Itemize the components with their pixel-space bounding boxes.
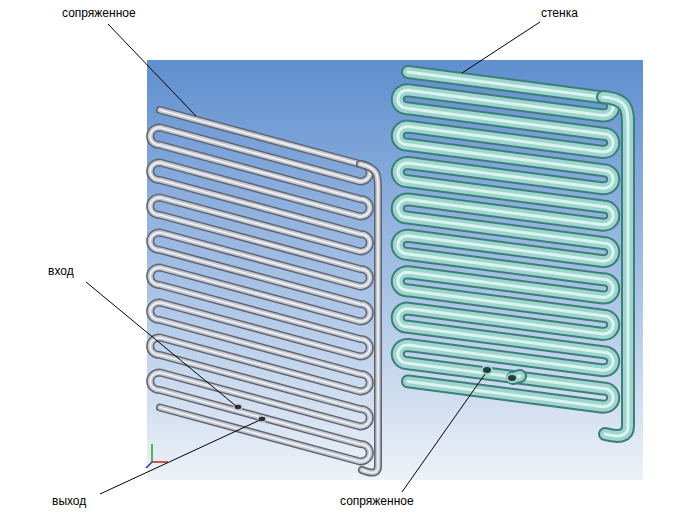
coil-group: [150, 72, 628, 473]
outlet-opening: [258, 416, 266, 422]
port-label: выход: [52, 494, 86, 508]
part-label: стенка: [541, 6, 578, 20]
axis-z: [146, 462, 152, 468]
wall-riser: [603, 97, 628, 436]
conjugate-riser: [360, 164, 378, 473]
axis-y: [151, 444, 153, 462]
conjugate-riser: [360, 164, 378, 473]
conjugate-coil: [150, 110, 370, 462]
wall-coil: [398, 72, 613, 407]
conjugate-riser: [360, 164, 378, 473]
leader-line: [108, 24, 196, 116]
port-opening: [482, 366, 492, 374]
part-label: сопряженное: [62, 6, 136, 20]
part-label: сопряженное: [340, 494, 414, 508]
leader-line: [402, 374, 485, 492]
render-background: [147, 60, 643, 480]
wall-riser: [603, 97, 628, 436]
leader-line: [100, 420, 260, 494]
wall-coil: [398, 72, 613, 407]
axis-x: [152, 461, 168, 463]
port-label: вход: [48, 264, 74, 278]
conjugate-coil: [150, 110, 370, 462]
wall-coil: [398, 72, 613, 407]
leader-line: [462, 22, 540, 73]
wall-riser: [603, 97, 628, 436]
port-opening: [507, 374, 517, 382]
leader-line: [86, 282, 236, 406]
conjugate-coil: [150, 110, 370, 462]
leader-lines: [86, 22, 540, 494]
